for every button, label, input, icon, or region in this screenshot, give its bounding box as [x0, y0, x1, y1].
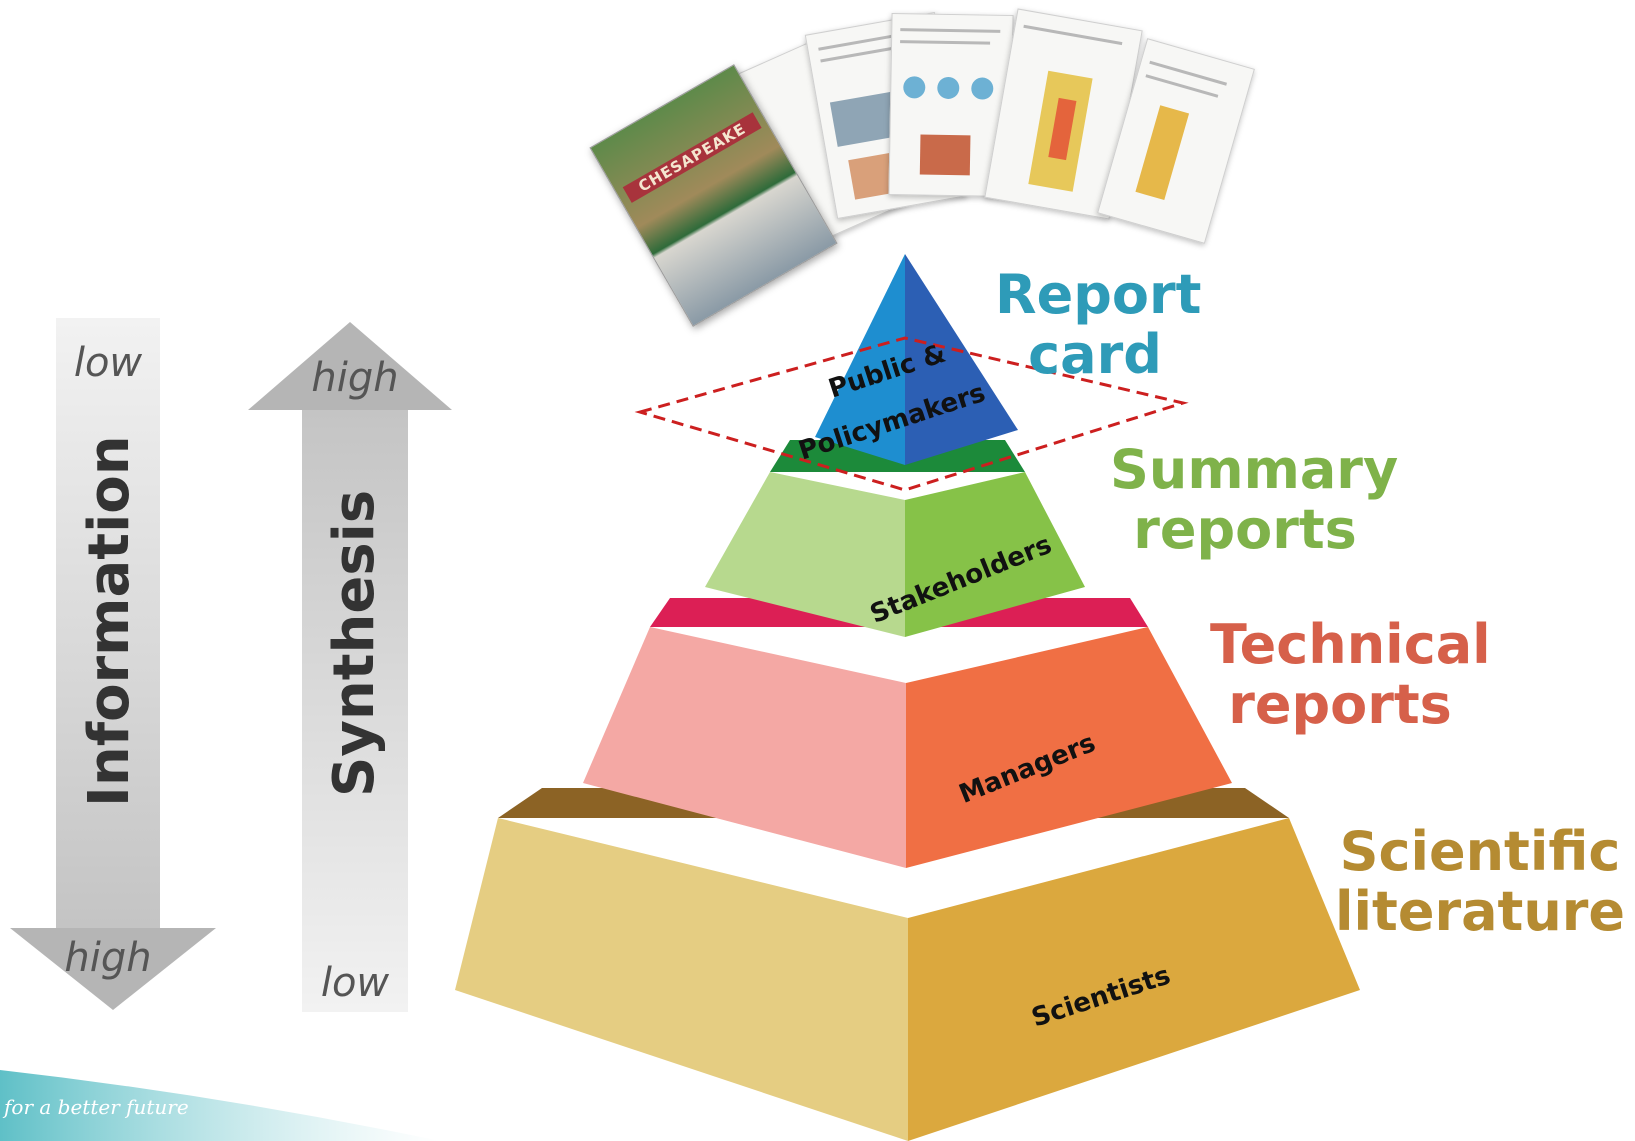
label-report-card: Report card	[995, 263, 1202, 386]
footer-swoosh	[0, 1070, 440, 1141]
label-summary-line1: Summary	[1110, 438, 1399, 501]
synthesis-low-label: low	[320, 960, 390, 1006]
tier-scientists-right	[908, 818, 1360, 1141]
label-scientific-line1: Scientific	[1339, 820, 1621, 883]
tier-stakeholders-left	[705, 472, 905, 637]
label-summary-line2: reports	[1133, 498, 1357, 561]
label-scientific-literature: Scientific literature	[1335, 822, 1625, 942]
label-technical-line2: reports	[1228, 673, 1452, 736]
information-high-label: high	[64, 935, 152, 981]
tier-scientists-left	[455, 818, 908, 1141]
label-scientific-line2: literature	[1335, 880, 1626, 943]
synthesis-high-label: high	[311, 355, 399, 401]
footer-tagline: for a better future	[4, 1095, 189, 1119]
information-arrow-shaft	[56, 318, 160, 928]
label-summary-reports: Summary reports	[1110, 438, 1399, 561]
tier-managers	[583, 598, 1232, 868]
tier-top-right	[905, 254, 1018, 465]
synthesis-title: Synthesis	[322, 489, 387, 797]
dashed-outline	[634, 336, 1189, 492]
label-report-card-line1: Report	[995, 263, 1202, 326]
tier-managers-right	[906, 627, 1232, 868]
label-technical-line1: Technical	[1210, 613, 1491, 676]
information-arrow	[10, 318, 216, 1010]
tier-public-policymakers	[815, 254, 1018, 465]
information-arrow-head	[10, 928, 216, 1010]
tier-top-left	[815, 254, 905, 465]
tier-stakeholders	[705, 440, 1085, 637]
synthesis-arrow-shaft	[302, 410, 408, 1012]
information-low-label: low	[73, 340, 143, 386]
report-cover-title: CHESAPEAKE	[622, 112, 762, 203]
tier-managers-left	[583, 627, 906, 868]
tier-stakeholders-right	[905, 472, 1085, 637]
label-report-card-line2: card	[1028, 323, 1162, 386]
synthesis-arrow	[248, 322, 452, 1012]
information-title: Information	[77, 435, 142, 807]
label-technical-reports: Technical reports	[1210, 613, 1491, 736]
synthesis-arrow-head	[248, 322, 452, 410]
